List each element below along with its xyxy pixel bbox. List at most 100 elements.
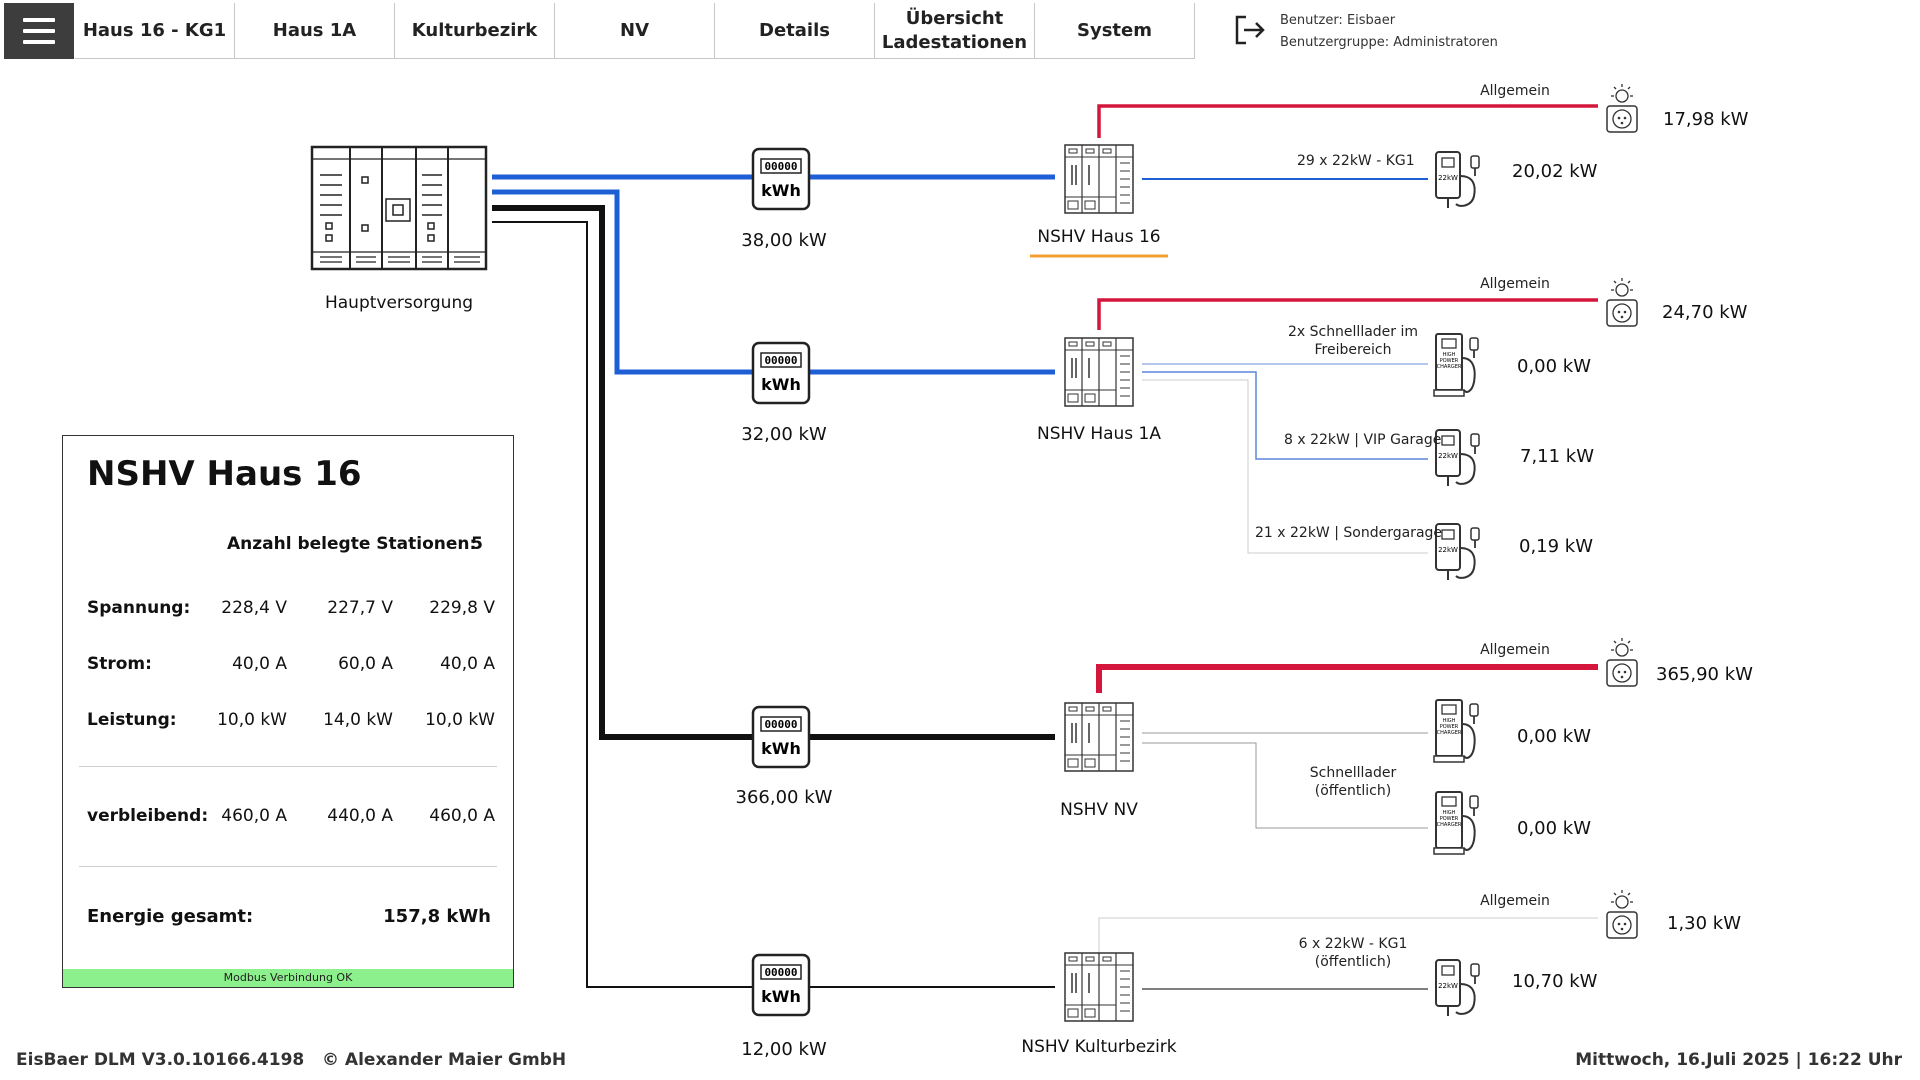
panel-row: Strom: 40,0 A 60,0 A 40,0 A [87,654,495,678]
tab-uebersicht-ladestationen[interactable]: Übersicht Ladestationen [875,3,1035,59]
row-value: 440,0 A [327,806,393,826]
energy-label: Energie gesamt: [87,906,254,927]
footer-datetime: Mittwoch, 16.Juli 2025 | 16:22 Uhr [1575,1050,1902,1070]
charger-group-label: 8 x 22kW | VIP Garage [1284,432,1442,448]
charger-value: 0,00 kW [1517,356,1592,377]
charger-group-label: 21 x 22kW | Sondergarage [1255,525,1443,541]
version-label: EisBaer DLM V3.0.10166.4198 [16,1050,305,1070]
meter-value-haus1a: 32,00 kW [741,424,827,445]
wallbox-22kw-icon[interactable] [1435,151,1480,209]
tab-kulturbezirk[interactable]: Kulturbezirk [395,3,555,59]
hpc-charger-icon[interactable] [1433,791,1479,855]
copyright-label: © Alexander Maier GmbH [322,1050,567,1070]
charger-group-label: 29 x 22kW - KG1 [1297,153,1415,169]
row-value: 227,7 V [327,598,393,618]
feed-line-kulturbezirk [492,221,1055,988]
charger-group-label: Schnelllader (öffentlich) [1309,765,1397,799]
meter-icon[interactable] [751,147,811,211]
stations-label: Anzahl belegte Stationen: [227,534,477,554]
charger-value: 0,00 kW [1517,726,1592,747]
user-label: Benutzer: Eisbaer [1280,13,1396,28]
top-navigation: Haus 16 - KG1 Haus 1A Kulturbezirk NV De… [0,0,1920,62]
tab-haus1a[interactable]: Haus 1A [235,3,395,59]
nshv-name[interactable]: NSHV NV [1060,800,1138,820]
lamp-socket-icon [1606,277,1638,327]
footer-version: EisBaer DLM V3.0.10166.4198 © Alexander … [16,1050,566,1070]
row-value: 14,0 kW [323,710,393,730]
wallbox-22kw-icon[interactable] [1435,959,1480,1017]
allgemein-value: 17,98 kW [1663,109,1749,130]
status-badge: Modbus Verbindung OK [63,969,513,987]
row-value: 460,0 A [221,806,287,826]
cabinet-icon[interactable] [1064,337,1134,407]
feed-line-nv [492,205,1055,740]
row-label: verbleibend: [87,806,209,826]
stations-row: Anzahl belegte Stationen: 5 [87,534,491,558]
allgemein-label: Allgemein [1480,276,1550,292]
panel-row: Leistung: 10,0 kW 14,0 kW 10,0 kW [87,710,495,734]
meter-value-nv: 366,00 kW [735,787,833,808]
hpc-charger-icon[interactable] [1433,699,1479,763]
cabinet-icon[interactable] [1064,702,1134,772]
logout-icon[interactable] [1232,12,1268,48]
row-value: 60,0 A [338,654,393,674]
allgemein-line-haus1a [1097,298,1598,330]
nshv-detail-panel: NSHV Haus 16 Anzahl belegte Stationen: 5… [62,435,514,988]
row-value: 10,0 kW [217,710,287,730]
allgemein-label: Allgemein [1480,893,1550,909]
nshv-name[interactable]: NSHV Kulturbezirk [1021,1037,1177,1057]
divider [79,866,497,867]
meter-icon[interactable] [751,953,811,1017]
panel-row: verbleibend: 460,0 A 440,0 A 460,0 A [87,806,495,830]
divider [79,766,497,767]
charger-value: 0,19 kW [1519,536,1594,557]
row-value: 460,0 A [429,806,495,826]
allgemein-value: 1,30 kW [1667,913,1742,934]
cabinet-icon[interactable] [1064,952,1134,1022]
row-label: Spannung: [87,598,191,618]
energy-value: 157,8 kWh [383,906,491,927]
row-value: 228,4 V [221,598,287,618]
stations-value: 5 [471,534,483,554]
feed-line-haus1a [492,189,1055,375]
charger-value: 7,11 kW [1520,446,1595,467]
wallbox-22kw-icon[interactable] [1435,429,1480,487]
tab-haus16-kg1[interactable]: Haus 16 - KG1 [75,3,235,59]
charger-value: 0,00 kW [1517,818,1592,839]
allgemein-value: 24,70 kW [1662,302,1748,323]
tab-nv[interactable]: NV [555,3,715,59]
allgemein-label: Allgemein [1480,642,1550,658]
cabinet-icon[interactable] [1064,144,1134,214]
nshv-name[interactable]: NSHV Haus 16 [1037,227,1161,247]
lamp-socket-icon [1606,83,1638,133]
row-value: 10,0 kW [425,710,495,730]
switchgear-icon[interactable] [310,145,488,271]
meter-value-kulturbezirk: 12,00 kW [741,1039,827,1060]
charger-value: 20,02 kW [1512,161,1598,182]
energy-row: Energie gesamt: 157,8 kWh [87,906,491,932]
charger-group-label: 6 x 22kW - KG1 (öffentlich) [1298,936,1408,970]
allgemein-value: 365,90 kW [1656,664,1753,685]
row-value: 229,8 V [429,598,495,618]
meter-icon[interactable] [751,341,811,405]
hpc-charger-icon[interactable] [1433,333,1479,397]
menu-icon[interactable] [4,3,74,59]
panel-row: Spannung: 228,4 V 227,7 V 229,8 V [87,598,495,622]
tab-details[interactable]: Details [715,3,875,59]
meter-icon[interactable] [751,705,811,769]
meter-value-haus16: 38,00 kW [741,230,827,251]
row-label: Leistung: [87,710,177,730]
allgemein-line-nv [1096,664,1598,693]
charger-line-sondergarage [1142,379,1428,554]
wallbox-22kw-icon[interactable] [1435,523,1480,581]
allgemein-label: Allgemein [1480,83,1550,99]
allgemein-line-kulturbezirk [1098,917,1598,953]
charger-line-nv-2 [1142,742,1428,829]
lamp-socket-icon [1606,637,1638,687]
nshv-name[interactable]: NSHV Haus 1A [1036,424,1162,444]
row-value: 40,0 A [440,654,495,674]
main-supply-label: Hauptversorgung [324,293,474,313]
tab-bar: Haus 16 - KG1 Haus 1A Kulturbezirk NV De… [75,3,1195,59]
tab-system[interactable]: System [1035,3,1195,59]
